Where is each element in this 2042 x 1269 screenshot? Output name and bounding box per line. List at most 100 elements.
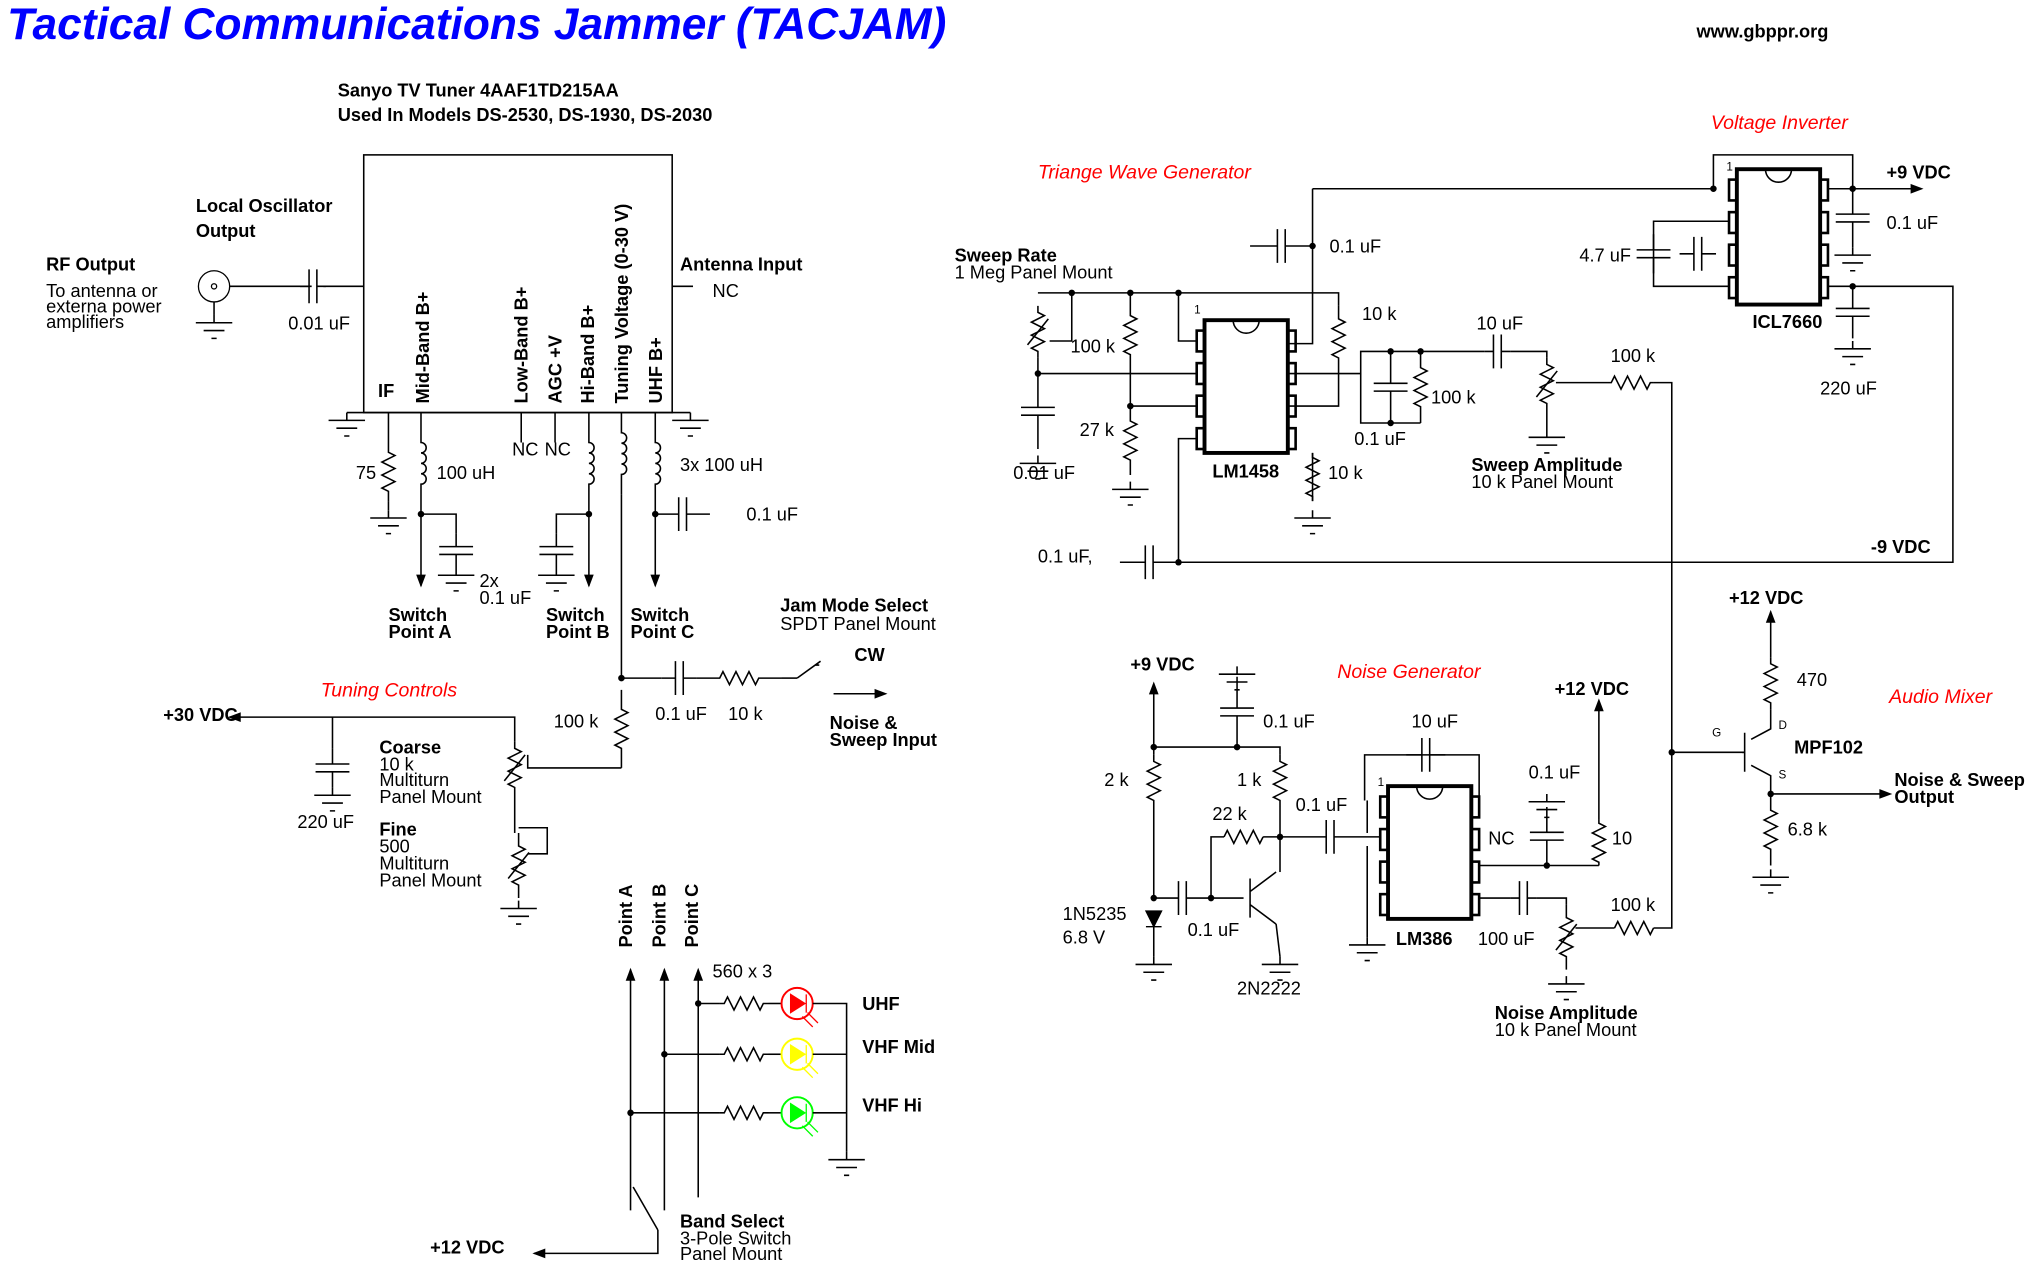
wiring [195,154,1954,1259]
noise-amplitude-label: Noise Amplitude [1495,1003,1638,1023]
section-title: Voltage Inverter [1711,112,1850,134]
wire [1037,292,1340,306]
capacitor [1510,881,1537,915]
cap-label: 220 uF [1820,378,1877,398]
transistor-label: 2N2222 [1237,978,1301,998]
ground-symbol [1752,869,1789,894]
capacitor [1679,236,1717,271]
sweep-rate-sub: 1 Meg Panel Mount [955,263,1113,283]
arrow-icon [584,574,594,588]
cap-label: 0.01 uF [1013,463,1075,483]
junction-dot [1309,242,1316,250]
resistor [1304,452,1321,502]
resistor-label: 560 x 3 [713,961,773,981]
ic-body [1202,318,1290,455]
wire [534,1229,659,1255]
vdc-label: +9 VDC [1130,654,1194,674]
pin1-label: 1 [1194,304,1201,317]
inductor [588,412,595,515]
ground-symbol [1294,510,1331,535]
led-diode [789,993,807,1014]
cap-label: 4.7 uF [1579,246,1631,266]
pin1-label: 1 [1378,776,1385,789]
ic-body [1734,167,1823,307]
ground-symbol [538,567,575,592]
jam-mode-sub: SPDT Panel Mount [780,614,936,634]
cap-label: 220 uF [297,812,354,832]
ground-symbol [370,510,407,535]
band-select-switch [632,1186,659,1231]
arrow-icon [532,1248,546,1259]
cap-label: 0.1 uF, [1038,546,1093,566]
ground-symbol [314,787,351,812]
potentiometer-wiper [507,852,530,880]
audio-mixer-section: Audio Mixer +12 VDC 470 G D MPF102 S 6.8… [1712,588,2025,840]
resistor [1330,305,1347,371]
capacitor [1636,234,1671,274]
wire [1177,437,1197,563]
vdc-label: +30 VDC [163,705,237,725]
rf-output-label: RF Output [46,255,135,275]
wire [1129,377,1197,407]
switch-point-c: Switch [631,605,690,625]
switch-point-b: Point B [546,622,610,642]
cap-label: 0.1 uF [1188,920,1240,940]
inductor [420,412,427,515]
page-title: Tactical Communications Jammer (TACJAM) [7,0,946,49]
rf-desc: amplifiers [46,312,124,332]
gate-label: G [1712,727,1721,740]
capacitor [1280,819,1381,854]
cap-label: 0.1 uF [1354,429,1406,449]
cap-label: 2x [480,571,499,591]
wire [1049,292,1073,342]
cap-label: 100 uF [1478,929,1535,949]
coarse-label: 10 k [379,755,414,775]
resistor [1223,828,1264,846]
resistor-label: 100 k [554,712,599,732]
resistor [1762,793,1779,866]
ground-symbol [1528,793,1566,819]
wire [526,754,622,769]
fet-label: MPF102 [1794,738,1863,758]
wire [1287,370,1340,407]
cap-label: 0.1 uF [746,505,798,525]
cap-label: 0.1 uF [655,704,707,724]
switch-point-b: Switch [546,605,605,625]
resistor-label: 1 k [1237,770,1262,790]
cap-label: 0.1 uF [1529,762,1581,782]
noise-input-label: Noise & [830,713,898,733]
wire [1287,350,1485,375]
ground-symbol [1548,976,1585,1001]
capacitor [299,269,326,304]
cap-label: 0.1 uF [1296,795,1348,815]
ground-symbol [1019,455,1057,480]
noise-amplitude-sub: 10 k Panel Mount [1495,1020,1637,1040]
ground-symbol [672,412,709,437]
antenna-input-label: Antenna Input [680,255,802,275]
resistor-label: 100 k [1611,346,1656,366]
pin-label: Tuning Voltage (0-30 V) [612,204,632,404]
vdc-label: -9 VDC [1871,537,1931,557]
pin-label: IF [378,381,394,401]
vdc-label: +12 VDC [1555,679,1629,699]
potentiometer-wiper [1555,923,1578,951]
coarse-label: Coarse [379,738,441,758]
arrow-icon [874,688,888,699]
ground-symbol [1348,937,1386,962]
pin-label: UHF B+ [646,337,666,403]
cap-label: 0.1 uF [1263,712,1315,732]
rf-desc: externa power [46,296,161,316]
arrow-icon [1765,609,1776,623]
sweep-rate-label: Sweep Rate [955,246,1057,266]
tuner-models: Used In Models DS-2530, DS-1930, DS-2030 [338,105,713,125]
wire [518,826,549,855]
arrow-icon [659,967,670,981]
sweep-amplitude-label: Sweep Amplitude [1471,455,1622,475]
wire [812,1002,848,1152]
resistor [719,1104,769,1122]
ground-symbol [1834,247,1871,272]
resistor-label: 75 [356,463,376,483]
pin-label: Low-Band B+ [512,287,532,404]
ground-symbol [1112,481,1149,506]
junction-dot [1387,419,1394,427]
